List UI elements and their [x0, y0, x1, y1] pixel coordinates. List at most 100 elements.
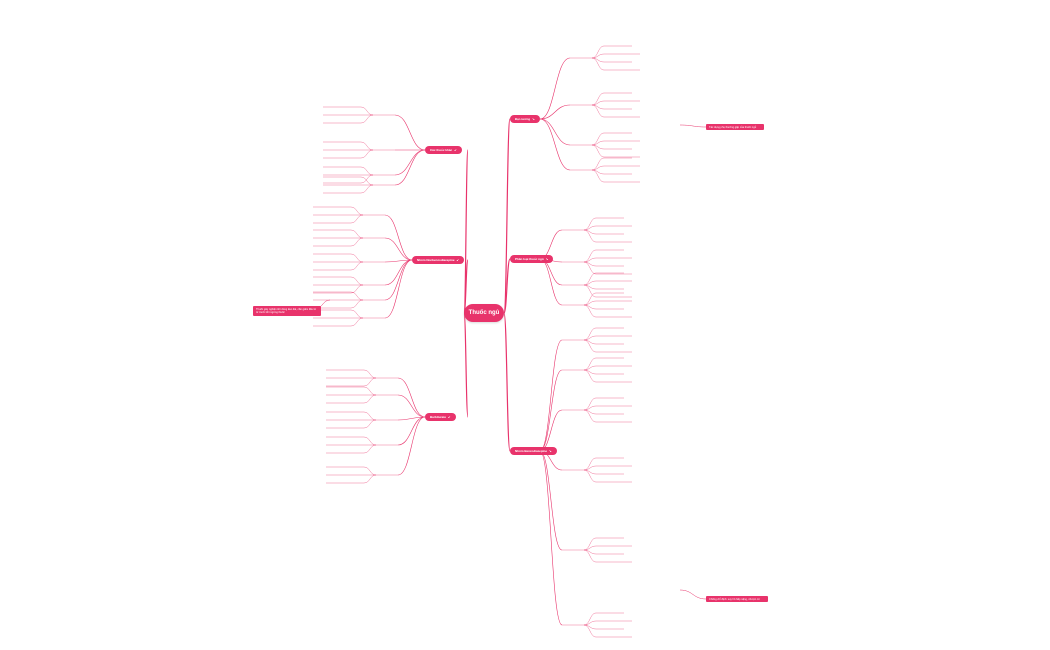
chevron-left-icon: ↙	[454, 148, 457, 152]
topic-benzodiazepine[interactable]: Nhóm Benzodiazepine↘	[510, 447, 557, 455]
leaf-link	[583, 284, 597, 298]
leaf-link	[583, 335, 597, 341]
leaf-link	[591, 53, 605, 59]
leaf-link	[583, 369, 597, 383]
leaf-link	[591, 104, 605, 118]
topic-label: Phân loại thuốc ngủ	[515, 257, 544, 261]
leaf-link	[583, 549, 597, 563]
leaf-link	[350, 276, 364, 286]
leaf-link	[583, 225, 597, 231]
branch-barbiturate	[463, 312, 469, 418]
leaf-link	[583, 545, 597, 551]
sub-branch	[539, 339, 563, 452]
topic-cac-thuoc-khac[interactable]: Các thuốc khác↙	[425, 146, 462, 154]
topic-dai-cuong[interactable]: Đại cương↘	[510, 115, 540, 123]
sub-branch	[539, 369, 563, 452]
sub-branch	[397, 416, 426, 446]
leaf-link	[583, 469, 597, 483]
sub-branch	[539, 258, 563, 306]
leaf-link	[363, 369, 377, 379]
leaf-link	[350, 317, 364, 327]
leaf-link	[363, 474, 377, 484]
sub-branch	[397, 377, 426, 418]
topic-label: Nhóm Benzodiazepine	[515, 449, 548, 453]
topic-phan-loai[interactable]: Phân loại thuốc ngủ↘	[510, 255, 554, 263]
chevron-right-icon: ↘	[532, 117, 535, 121]
leaf-link	[583, 249, 597, 263]
sub-branch	[384, 259, 413, 319]
leaf-link	[350, 291, 364, 301]
leaf-link	[591, 169, 605, 183]
sub-branch	[539, 450, 563, 626]
leaf-link	[360, 141, 374, 151]
leaf-link	[363, 436, 377, 446]
leaf-link	[360, 166, 374, 176]
leaf-link	[363, 444, 377, 454]
sub-branch	[394, 114, 426, 151]
leaf-link	[350, 261, 364, 271]
leaf-link	[583, 229, 597, 243]
leaf-link	[583, 292, 597, 306]
leaf-link	[360, 184, 374, 194]
chevron-left-icon: ↙	[456, 258, 460, 262]
leaf-link	[583, 304, 597, 318]
leaf-link	[350, 214, 364, 224]
leaf-link	[583, 620, 597, 626]
leaf-link	[583, 327, 597, 341]
leaf-link	[350, 206, 364, 216]
leaf-link	[363, 394, 377, 404]
leaf-link	[583, 365, 597, 371]
chevron-left-icon: ↙	[448, 415, 451, 419]
sub-branch	[384, 259, 413, 286]
leaf-link	[360, 176, 374, 186]
topic-label: Nhóm Nonbenzodiazepine	[417, 258, 455, 262]
leaf-link	[360, 114, 374, 124]
sub-branch	[394, 149, 426, 176]
leaf-link	[583, 217, 597, 231]
sub-branch	[384, 259, 413, 263]
callout-note: Thuốc gây nghiện khi dùng kéo dài, cần g…	[253, 306, 321, 316]
leaf-link	[583, 409, 597, 423]
leaf-link	[583, 405, 597, 411]
leaf-link	[360, 106, 374, 116]
callout-note: Chống chỉ định: suy hô hấp nặng, nhược c…	[706, 596, 768, 603]
leaf-link	[591, 132, 605, 146]
sub-branch	[394, 149, 426, 186]
leaf-link	[583, 272, 597, 286]
branch-benzodiazepine	[503, 312, 511, 452]
topic-non-benzo[interactable]: Nhóm Nonbenzodiazepine↙	[412, 256, 465, 264]
leaf-link	[583, 537, 597, 551]
leaf-link	[363, 419, 377, 429]
leaf-link	[591, 140, 605, 146]
sub-branch	[539, 57, 571, 120]
topic-label: Đại cương	[515, 117, 531, 121]
topic-barbiturate[interactable]: Barbiturate↙	[425, 413, 456, 421]
sub-branch	[384, 259, 413, 301]
leaf-link	[583, 261, 597, 275]
leaf-link	[363, 411, 377, 421]
leaf-link	[591, 100, 605, 106]
sub-branch	[384, 237, 413, 261]
leaf-link	[363, 377, 377, 387]
leaf-link	[591, 144, 605, 158]
chevron-right-icon: ↘	[549, 449, 552, 453]
leaf-link	[360, 174, 374, 184]
branch-dai-cuong	[503, 118, 511, 314]
sub-branch	[539, 409, 563, 452]
leaf-link	[350, 253, 364, 263]
leaf-link	[591, 45, 605, 59]
sub-branch	[539, 104, 571, 120]
sub-branch	[397, 416, 426, 476]
central-topic[interactable]: Thuốc ngủ	[464, 304, 504, 322]
leaf-link	[583, 280, 597, 286]
leaf-link	[360, 149, 374, 159]
leaf-link	[350, 229, 364, 239]
callout-note: Tác dụng phụ thường gặp của thuốc ngủ	[706, 124, 764, 131]
leaf-link	[583, 624, 597, 638]
leaf-link	[583, 357, 597, 371]
leaf-link	[591, 165, 605, 171]
chevron-right-icon: ↘	[545, 257, 549, 261]
leaf-link	[363, 386, 377, 396]
leaf-link	[350, 284, 364, 294]
